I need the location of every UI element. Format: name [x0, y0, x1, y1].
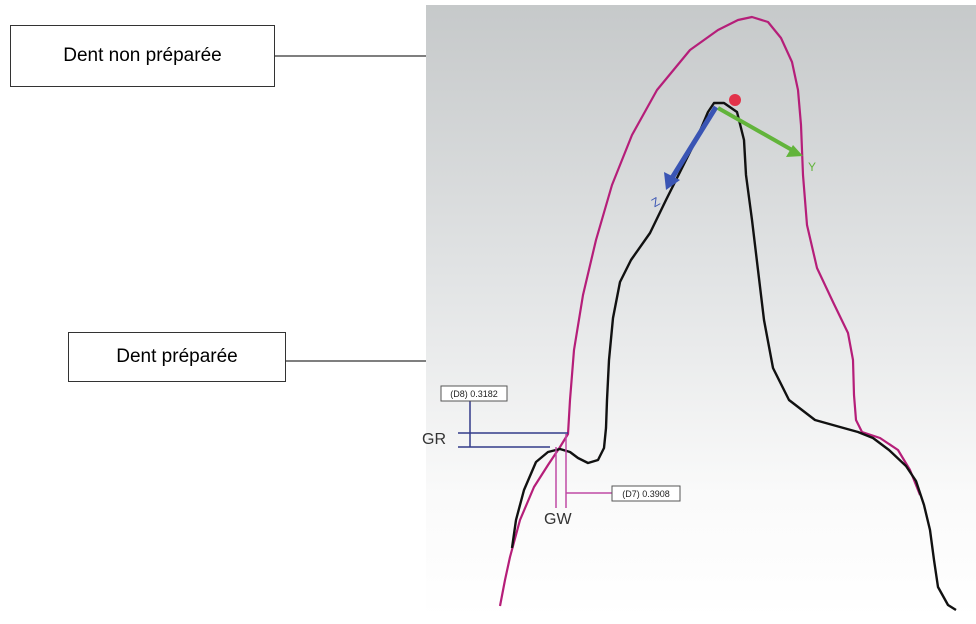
viewport-background	[426, 5, 976, 619]
gw-measurement: (D7) 0.3908 GW	[544, 434, 681, 528]
d8-label: (D8) 0.3182	[450, 389, 498, 399]
z-axis-arrow	[669, 105, 719, 180]
d8-label-box	[440, 385, 508, 402]
d7-label-box	[611, 485, 681, 502]
z-axis-arrowhead	[664, 172, 680, 190]
prepared-tooth-outline	[510, 101, 957, 612]
prepared-tooth-callout: Dent préparée	[68, 332, 286, 382]
y-axis-arrowhead	[786, 145, 803, 157]
origin-marker	[729, 94, 741, 106]
gr-measurement: (D8) 0.3182 GR	[422, 385, 568, 448]
d7-label: (D7) 0.3908	[622, 489, 670, 499]
unprepared-tooth-outline	[498, 15, 922, 607]
y-axis-arrow	[717, 106, 793, 152]
y-axis-label: Y	[808, 160, 816, 174]
unprepared-tooth-callout: Dent non préparée	[10, 25, 275, 87]
gr-label: GR	[422, 431, 446, 448]
gw-label: GW	[544, 511, 572, 528]
